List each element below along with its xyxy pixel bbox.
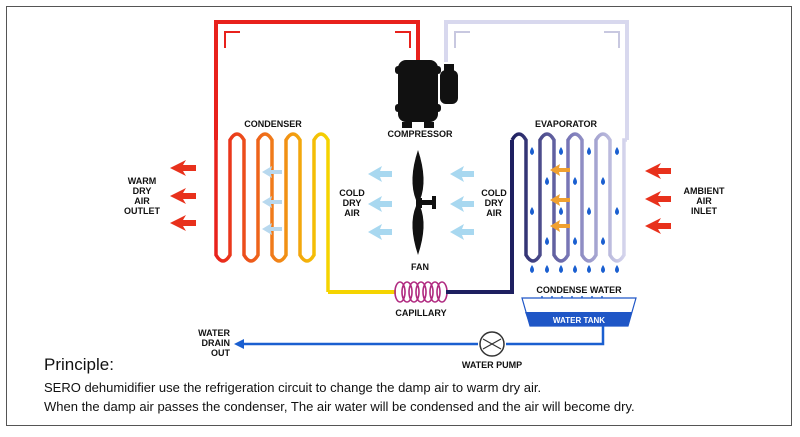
outlet-line-2: DRY bbox=[132, 186, 152, 196]
warm-air-arrows bbox=[170, 160, 196, 231]
drain-line-3: OUT bbox=[211, 348, 230, 358]
water-droplet bbox=[530, 265, 534, 273]
water-droplet bbox=[559, 265, 563, 273]
cold-left-line-1: COLD bbox=[339, 188, 365, 198]
water-tank bbox=[521, 297, 637, 327]
water-droplet bbox=[601, 177, 605, 185]
outlet-line-3: AIR bbox=[134, 196, 150, 206]
water-droplet bbox=[545, 265, 549, 273]
cold-air-arrows-left bbox=[368, 166, 392, 240]
water-droplet bbox=[601, 265, 605, 273]
water-pump-label: WATER PUMP bbox=[462, 360, 522, 370]
water-droplet bbox=[615, 265, 619, 273]
inlet-line-1: AMBIENT bbox=[683, 186, 725, 196]
water-tank-label: WATER TANK bbox=[553, 316, 605, 325]
cold-right-line-2: DRY bbox=[484, 198, 504, 208]
water-droplet bbox=[530, 147, 534, 155]
evaporator-label: EVAPORATOR bbox=[535, 119, 598, 129]
water-droplet bbox=[587, 207, 591, 215]
fan bbox=[412, 150, 436, 255]
water-droplet bbox=[601, 237, 605, 245]
condenser-coil bbox=[214, 132, 330, 292]
suction-flow-arrow bbox=[454, 31, 620, 48]
drain-arrowhead bbox=[234, 339, 244, 349]
compressor bbox=[395, 60, 458, 128]
warm-dry-air-outlet-label: WARM DRY AIR OUTLET bbox=[117, 176, 167, 216]
compressor-label: COMPRESSOR bbox=[387, 129, 453, 139]
water-drain-out-label: WATER DRAIN OUT bbox=[186, 328, 230, 358]
discharge-flow-arrow bbox=[224, 31, 411, 48]
water-droplet bbox=[559, 147, 563, 155]
water-droplet bbox=[545, 177, 549, 185]
outlet-line-4: OUTLET bbox=[124, 206, 160, 216]
ambient-air-arrows bbox=[645, 163, 671, 234]
water-droplet bbox=[573, 237, 577, 245]
water-droplet bbox=[587, 147, 591, 155]
inlet-line-2: AIR bbox=[696, 196, 712, 206]
principle-title: Principle: bbox=[44, 355, 114, 374]
cold-air-arrows-right bbox=[450, 166, 474, 240]
fan-label: FAN bbox=[411, 262, 429, 272]
condenser-label: CONDENSER bbox=[244, 119, 302, 129]
water-pump bbox=[479, 331, 505, 357]
inlet-line-3: INLET bbox=[691, 206, 717, 216]
drain-line-2: DRAIN bbox=[201, 338, 231, 348]
cold-dry-air-left-label: COLD DRY AIR bbox=[334, 188, 370, 218]
water-drain-line bbox=[240, 326, 605, 346]
principle-text-line-2: When the damp air passes the condenser, … bbox=[44, 399, 635, 414]
outlet-line-1: WARM bbox=[127, 176, 157, 186]
water-droplet bbox=[615, 207, 619, 215]
cold-line bbox=[446, 140, 514, 294]
water-droplet bbox=[587, 265, 591, 273]
suction-pipe bbox=[444, 20, 629, 140]
water-droplet bbox=[573, 265, 577, 273]
ambient-air-inlet-label: AMBIENT AIR INLET bbox=[675, 186, 733, 216]
condenser-air-arrows bbox=[262, 166, 282, 235]
drain-line-1: WATER bbox=[198, 328, 230, 338]
water-droplet bbox=[530, 207, 534, 215]
water-droplet bbox=[559, 207, 563, 215]
capillary-coil bbox=[394, 281, 448, 303]
water-droplet bbox=[545, 237, 549, 245]
diagram-frame bbox=[6, 6, 792, 426]
hot-discharge-pipe bbox=[214, 20, 420, 140]
cold-left-line-2: DRY bbox=[342, 198, 362, 208]
water-droplets bbox=[530, 147, 619, 273]
water-droplet bbox=[615, 147, 619, 155]
cold-right-line-3: AIR bbox=[486, 208, 502, 218]
evaporator-air-arrows bbox=[550, 164, 570, 232]
cold-dry-air-right-label: COLD DRY AIR bbox=[476, 188, 512, 218]
water-droplet bbox=[573, 177, 577, 185]
cold-left-line-3: AIR bbox=[344, 208, 360, 218]
principle-text-line-1: SERO dehumidifier use the refrigeration … bbox=[44, 380, 542, 395]
condense-water-label: CONDENSE WATER bbox=[536, 285, 622, 295]
evaporator-coil bbox=[510, 132, 627, 263]
capillary-label: CAPILLARY bbox=[395, 308, 446, 318]
cold-right-line-1: COLD bbox=[481, 188, 507, 198]
